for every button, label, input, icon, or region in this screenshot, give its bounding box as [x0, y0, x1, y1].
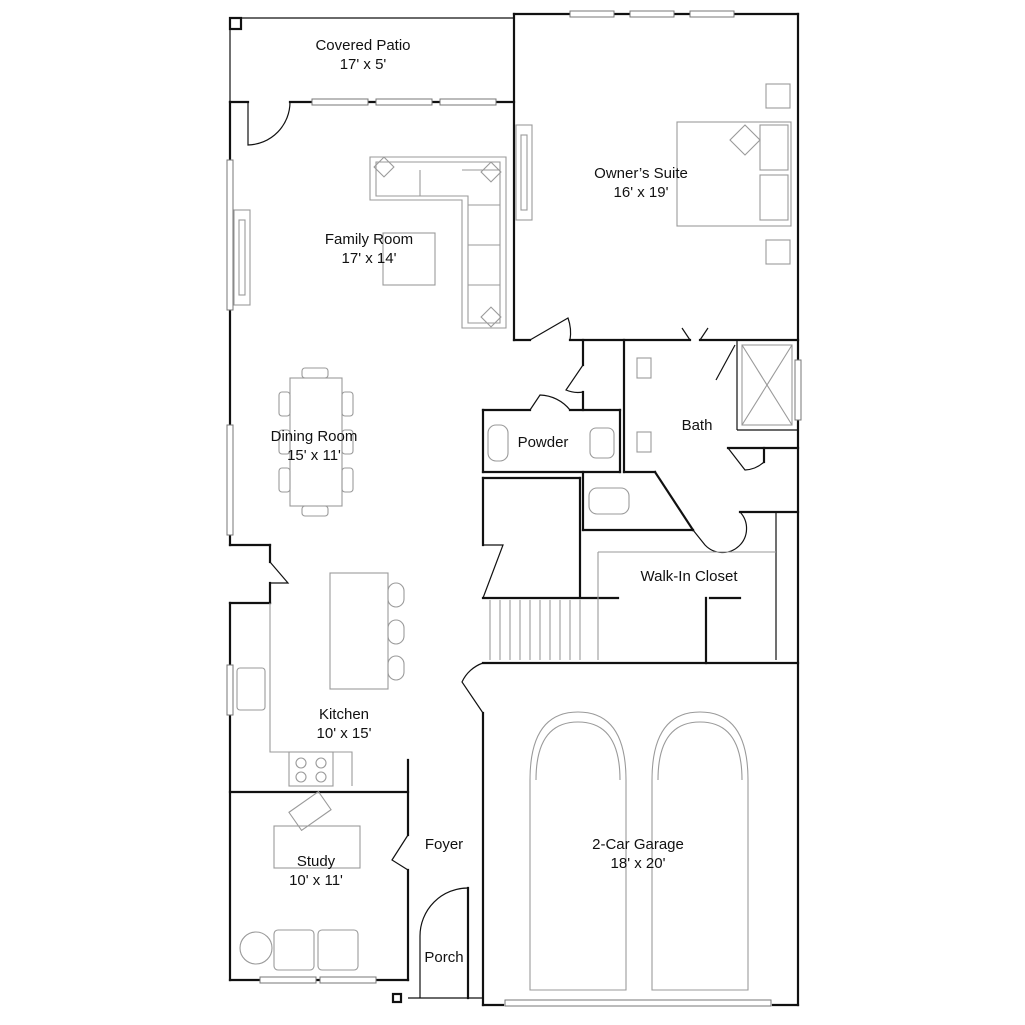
powder-label: Powder [518, 434, 569, 451]
garage-dims: 18' x 20' [611, 855, 666, 872]
bath-label: Bath [682, 417, 713, 434]
foyer-label: Foyer [425, 836, 463, 853]
furniture [236, 83, 793, 991]
car-left [529, 711, 627, 991]
kitchen-island [329, 572, 389, 690]
car-right [651, 711, 749, 991]
dining-room-dims: 15' x 11' [287, 447, 341, 464]
family-room-dims: 17' x 14' [342, 250, 397, 267]
patio-post [228, 16, 243, 31]
family-room-label: Family Room [325, 231, 413, 248]
garage-label: 2-Car Garage [592, 836, 684, 853]
covered-patio-dims: 17' x 5' [340, 56, 387, 73]
owners-suite-label: Owner’s Suite [594, 165, 688, 182]
sectional-sofa [369, 156, 507, 329]
doors [247, 101, 765, 998]
windows [226, 10, 802, 1007]
kitchen-label: Kitchen [319, 706, 369, 723]
dining-room-label: Dining Room [271, 428, 358, 445]
labels: Covered Patio 17' x 5' Owner’s Suite 16'… [271, 37, 739, 966]
covered-patio-label: Covered Patio [315, 37, 410, 54]
bed [676, 121, 792, 227]
kitchen-dims: 10' x 15' [317, 725, 372, 742]
porch-label: Porch [424, 949, 463, 966]
coffee-table [382, 232, 436, 286]
study-label: Study [297, 853, 336, 870]
owners-suite-dims: 16' x 19' [614, 184, 669, 201]
walk-in-closet-label: Walk-In Closet [641, 568, 739, 585]
study-desk [273, 825, 361, 869]
study-dims: 10' x 11' [289, 872, 343, 889]
